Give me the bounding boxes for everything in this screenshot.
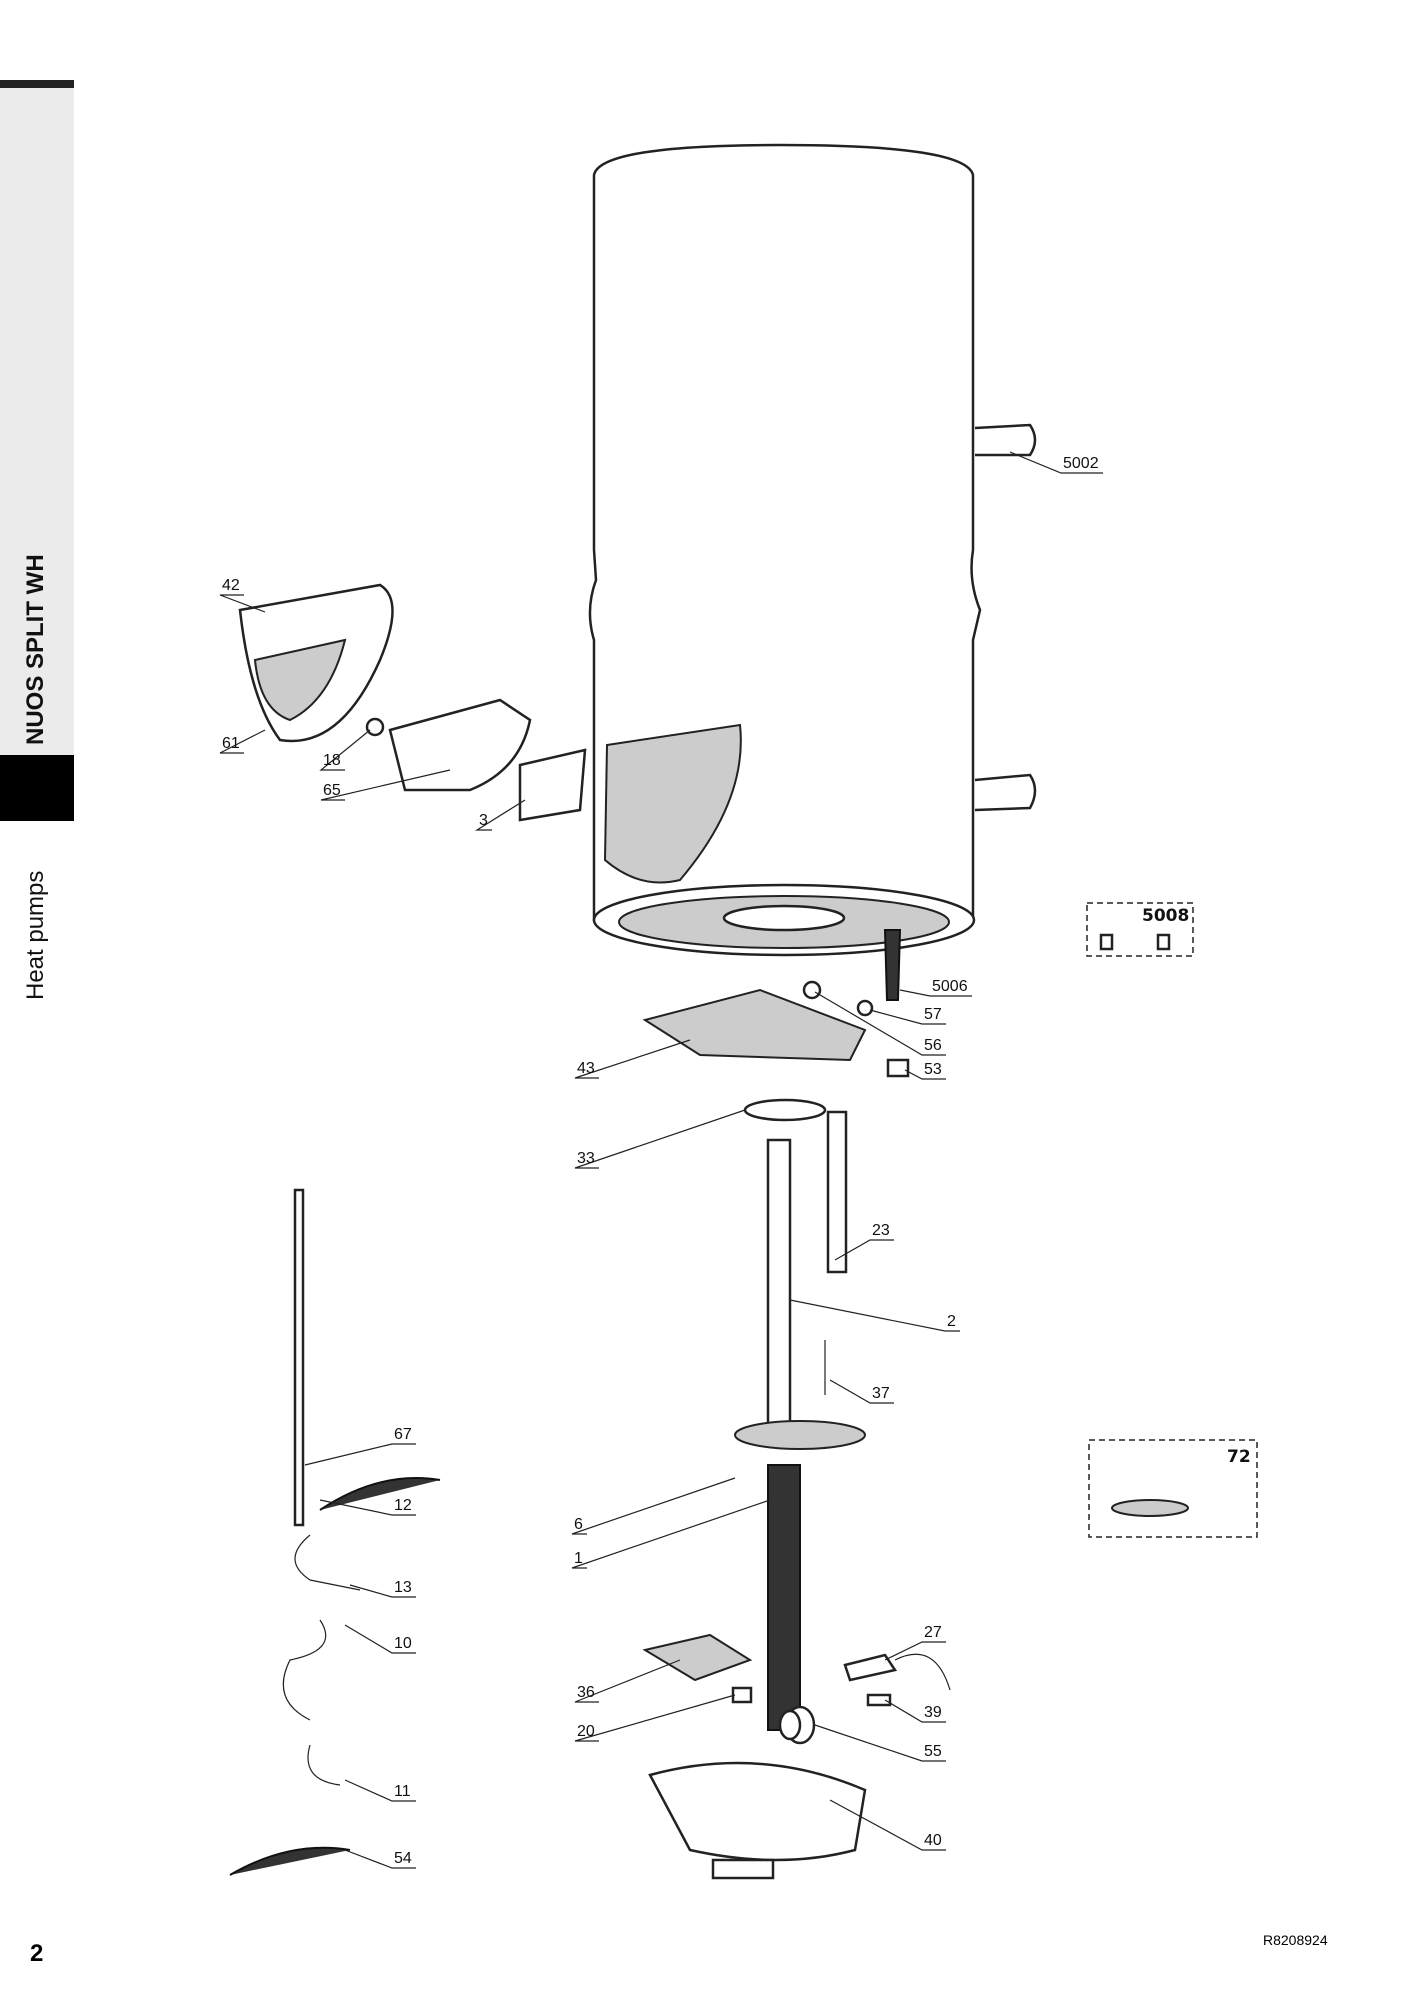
part-label: 20 <box>577 1723 595 1740</box>
leader-line <box>814 1724 946 1762</box>
gasket <box>743 1098 827 1122</box>
cables-left <box>229 1188 441 1876</box>
part-label: 43 <box>577 1060 595 1077</box>
leader-line <box>834 1239 894 1261</box>
part-label: 2 <box>947 1313 956 1330</box>
part-label: 40 <box>924 1832 942 1849</box>
side-tab <box>0 80 74 758</box>
control-panel <box>365 698 532 792</box>
part-label: 23 <box>872 1222 890 1239</box>
leader-line <box>344 1849 416 1869</box>
leader-line <box>320 769 451 801</box>
part-label: 67 <box>394 1426 412 1443</box>
leader-line <box>219 729 266 754</box>
front-panel-frame <box>603 723 742 884</box>
leader-line <box>899 989 972 997</box>
part-label: 18 <box>323 752 341 769</box>
cover-42-61 <box>238 583 394 743</box>
part-label: 27 <box>924 1624 942 1641</box>
kit-box-72 <box>1088 1439 1258 1538</box>
part-label: 55 <box>924 1743 942 1760</box>
leader-line <box>319 1499 416 1516</box>
kit-box-5008 <box>1086 902 1194 957</box>
heater-tube <box>766 1110 848 1432</box>
leader-line <box>829 1799 946 1851</box>
part-label: 36 <box>577 1684 595 1701</box>
kit-label-5008: 5008 <box>1142 906 1189 926</box>
bracket-27-39 <box>843 1653 951 1707</box>
tank <box>588 143 982 957</box>
leader-line <box>1009 451 1103 474</box>
cable-kit-icon <box>1111 1499 1189 1517</box>
bottom-cover <box>648 1761 867 1880</box>
pcb <box>518 748 587 822</box>
leader-line <box>869 1009 946 1025</box>
part-label: 65 <box>323 782 341 799</box>
part-label: 5002 <box>1063 455 1099 472</box>
leader-line <box>814 991 946 1056</box>
part-label: 13 <box>394 1579 412 1596</box>
wall-bracket-lower <box>974 773 1037 812</box>
part-label: 3 <box>479 812 488 829</box>
part-label: 39 <box>924 1704 942 1721</box>
kit-label-72: 72 <box>1227 1447 1251 1467</box>
leader-line <box>219 594 266 613</box>
part-label: 54 <box>394 1850 412 1867</box>
part-label: 6 <box>574 1516 583 1533</box>
part-label: 42 <box>222 577 240 594</box>
part-label: 12 <box>394 1497 412 1514</box>
leader-line <box>349 1584 416 1598</box>
fitting-icon <box>1099 933 1114 951</box>
leader-line <box>574 1659 681 1703</box>
leader-line <box>304 1443 416 1466</box>
leader-line <box>474 799 526 831</box>
leader-line <box>884 1641 946 1661</box>
part-label: 11 <box>394 1783 411 1800</box>
electrical-box <box>642 1633 753 1704</box>
leader-line <box>574 1694 736 1742</box>
flange <box>734 1420 866 1450</box>
leader-line <box>319 729 371 771</box>
part-label: 53 <box>924 1061 942 1078</box>
leader-line <box>344 1624 416 1654</box>
leader-line <box>574 1109 746 1169</box>
leader-line <box>884 1699 946 1723</box>
leader-line <box>574 1039 691 1079</box>
leader-line <box>904 1069 946 1080</box>
leader-line <box>829 1379 894 1404</box>
fitting-icon <box>1156 933 1171 951</box>
part-label: 10 <box>394 1635 412 1652</box>
part-label: 37 <box>872 1385 890 1402</box>
part-label: 33 <box>577 1150 595 1167</box>
capacitor <box>778 1705 816 1745</box>
leader-line <box>571 1499 771 1569</box>
wall-bracket-upper <box>974 423 1037 457</box>
heating-element <box>767 1464 801 1731</box>
part-label: 1 <box>574 1550 583 1567</box>
part-label: 5006 <box>932 978 968 995</box>
fittings <box>802 929 910 1078</box>
page-number: 2 <box>30 1940 44 1967</box>
part-label: 56 <box>924 1037 942 1054</box>
drawing-reference: R8208924 <box>1263 1932 1328 1948</box>
leader-line <box>789 1299 960 1332</box>
side-tab-marker <box>0 755 74 821</box>
leader-line <box>344 1779 416 1802</box>
leader-line <box>571 1477 736 1535</box>
bottom-frame <box>642 988 867 1062</box>
part-label: 57 <box>924 1006 942 1023</box>
part-label: 61 <box>222 735 240 752</box>
